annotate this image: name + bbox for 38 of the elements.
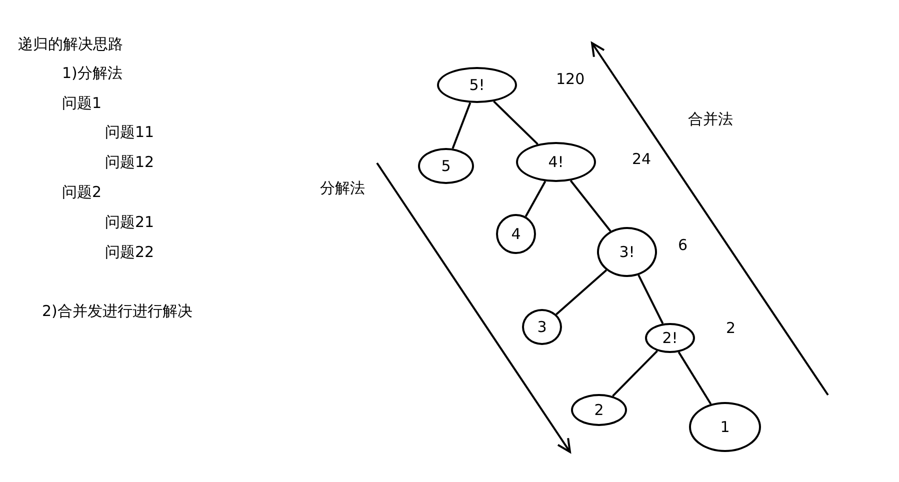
connector-line (493, 100, 538, 145)
outline-text: 分解法 (320, 179, 365, 197)
connector-line (556, 269, 608, 316)
value-label: 2 (726, 319, 736, 337)
outline-text: 合并法 (688, 110, 733, 128)
node-label: 2 (594, 401, 604, 419)
node-label: 5 (441, 157, 451, 175)
tree-node-ellipse (418, 148, 474, 184)
node-label: 4! (548, 153, 564, 171)
tree-node-ellipse (645, 323, 695, 353)
outline-text: 问题2 (62, 183, 102, 201)
value-label: 6 (678, 236, 688, 254)
outline-text: 问题12 (105, 153, 154, 171)
connector-line (524, 180, 546, 217)
node-label: 3 (537, 318, 547, 336)
outline-text: 1)分解法 (62, 64, 122, 82)
node-label: 5! (469, 76, 485, 94)
tree-node-ellipse (522, 309, 562, 345)
node-label: 2! (662, 329, 678, 347)
outline-text: 问题11 (105, 123, 154, 141)
connector-line (570, 180, 612, 232)
tree-node-ellipse (571, 394, 627, 426)
outline-text: 问题21 (105, 213, 154, 231)
connector-line (612, 350, 658, 397)
node-label: 3! (619, 243, 635, 261)
connector-line (638, 274, 664, 324)
tree-node-ellipse (597, 227, 657, 277)
outline-text: 问题1 (62, 94, 102, 112)
outline-text: 递归的解决思路 (18, 35, 123, 53)
tree-node-ellipse (496, 214, 536, 254)
connector-line (452, 102, 472, 149)
outline-text: 2)合并发进行进行解决 (42, 302, 192, 320)
node-label: 4 (511, 225, 521, 243)
connector-line (678, 352, 712, 405)
outline-text: 问题22 (105, 243, 154, 261)
value-label: 24 (632, 150, 652, 168)
node-label: 1 (720, 418, 730, 436)
value-label: 120 (556, 70, 585, 88)
